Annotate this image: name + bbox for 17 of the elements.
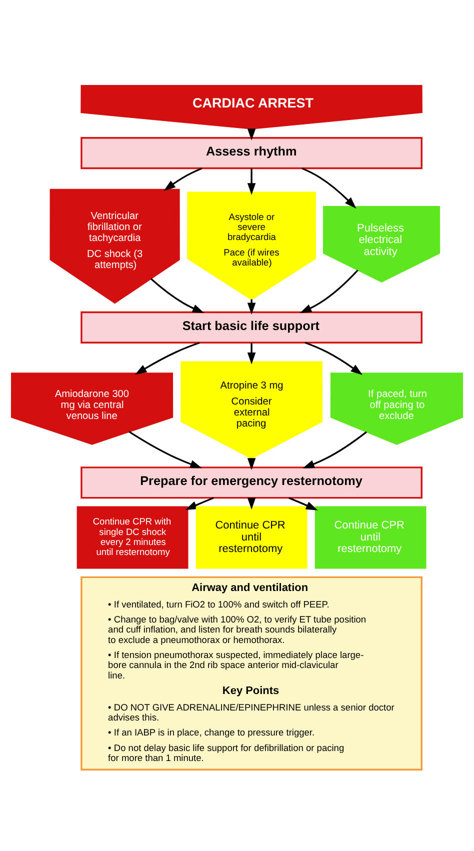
arrow: [164, 168, 202, 191]
arrow: [150, 278, 204, 314]
node-box: Assess rhythm: [80, 137, 422, 170]
node-box: Continue CPR until resternotomy: [314, 506, 426, 569]
node-box: Continue CPR with single DC shock every 2 minutes until resternotomy: [76, 506, 188, 569]
arrow: [247, 299, 256, 315]
arrow: [185, 497, 214, 510]
node-box: Start basic life support: [80, 311, 422, 344]
arrow: [128, 430, 202, 468]
arrow: [302, 168, 356, 209]
arrow: [300, 270, 358, 314]
arrow: [247, 168, 256, 195]
arrow: [288, 497, 318, 510]
arrow: [247, 342, 256, 364]
node-box: Continue CPR until resternotomy: [196, 506, 308, 569]
node-box: Airway and ventilation • If ventilated, turn FiO2 to 100% and switch off PEEP. • Change to bag/valve with 100% O2, to verify ET tube position and cuff inflation, and listen for breath sounds bilaterally to exclude a pneumothorax or hemothorax. • If tension pneumothorax suspected, immediately place large-bore cannula in the 2nd rib space anterior mid-clavicular line. Key Points • DO NOT GIVE ADRENALINE/EPINEPHRINE unless a senior doctor advises this. • If an IABP is in place, change to pressure trigger. • Do not delay basic life support for defibrillation or pacing for more than 1 minute.: [80, 576, 422, 770]
arrow: [302, 431, 367, 468]
